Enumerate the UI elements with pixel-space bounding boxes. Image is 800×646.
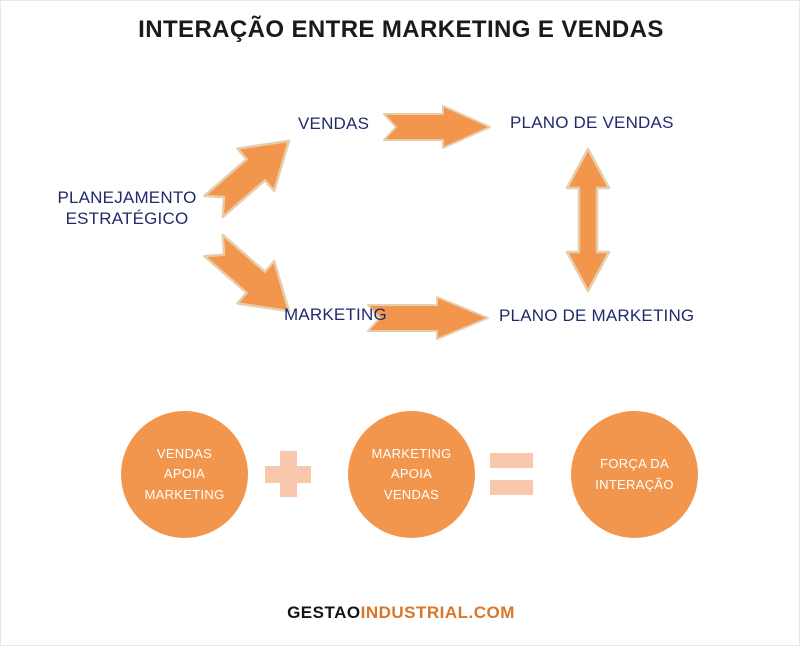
label-plano-de-vendas: PLANO DE VENDAS <box>510 113 674 132</box>
label-vendas: VENDAS <box>298 114 370 133</box>
footer-logo-gestao: GESTAO <box>287 603 361 622</box>
circle-2-line3: VENDAS <box>383 486 440 502</box>
footer-logo: GESTAOINDUSTRIAL.COM <box>1 603 799 623</box>
circle-2-line1: MARKETING <box>371 446 452 462</box>
label-planejamento-line2: ESTRATÉGICO <box>65 209 189 229</box>
circle-marketing-apoia-vendas: MARKETING APOIA VENDAS <box>348 411 475 538</box>
circle-1-line1: VENDAS <box>156 446 213 462</box>
arrow-up-down-double-icon <box>565 147 611 293</box>
label-marketing: MARKETING <box>284 305 387 324</box>
page-title: INTERAÇÃO ENTRE MARKETING E VENDAS <box>138 16 664 43</box>
circle-2-line2: APOIA <box>390 466 433 482</box>
circle-1-line3: MARKETING <box>144 486 225 502</box>
arrow-right-marketing-icon <box>367 296 489 340</box>
label-planejamento-estrategico: PLANEJAMENTO ESTRATÉGICO <box>37 187 217 230</box>
equals-bar-top <box>490 453 533 468</box>
circle-3-line1: FORÇA DA <box>600 456 669 472</box>
circle-forca-da-interacao: FORÇA DA INTERAÇÃO <box>571 411 698 538</box>
arrow-down-right-icon <box>203 233 291 313</box>
footer-logo-industrial: INDUSTRIAL.COM <box>360 603 515 622</box>
circle-3-line2: INTERAÇÃO <box>595 476 674 492</box>
label-planejamento-line1: PLANEJAMENTO <box>57 188 197 207</box>
arrow-right-vendas-icon <box>383 105 491 149</box>
plus-bar-vertical <box>280 451 297 497</box>
equals-bar-bottom <box>490 480 533 495</box>
equals-operator-icon <box>490 453 533 495</box>
plus-operator-icon <box>265 451 311 497</box>
circle-1-line2: APOIA <box>163 466 206 482</box>
arrow-up-right-icon <box>203 139 291 219</box>
circle-vendas-apoia-marketing: VENDAS APOIA MARKETING <box>121 411 248 538</box>
label-plano-de-marketing: PLANO DE MARKETING <box>499 306 695 325</box>
